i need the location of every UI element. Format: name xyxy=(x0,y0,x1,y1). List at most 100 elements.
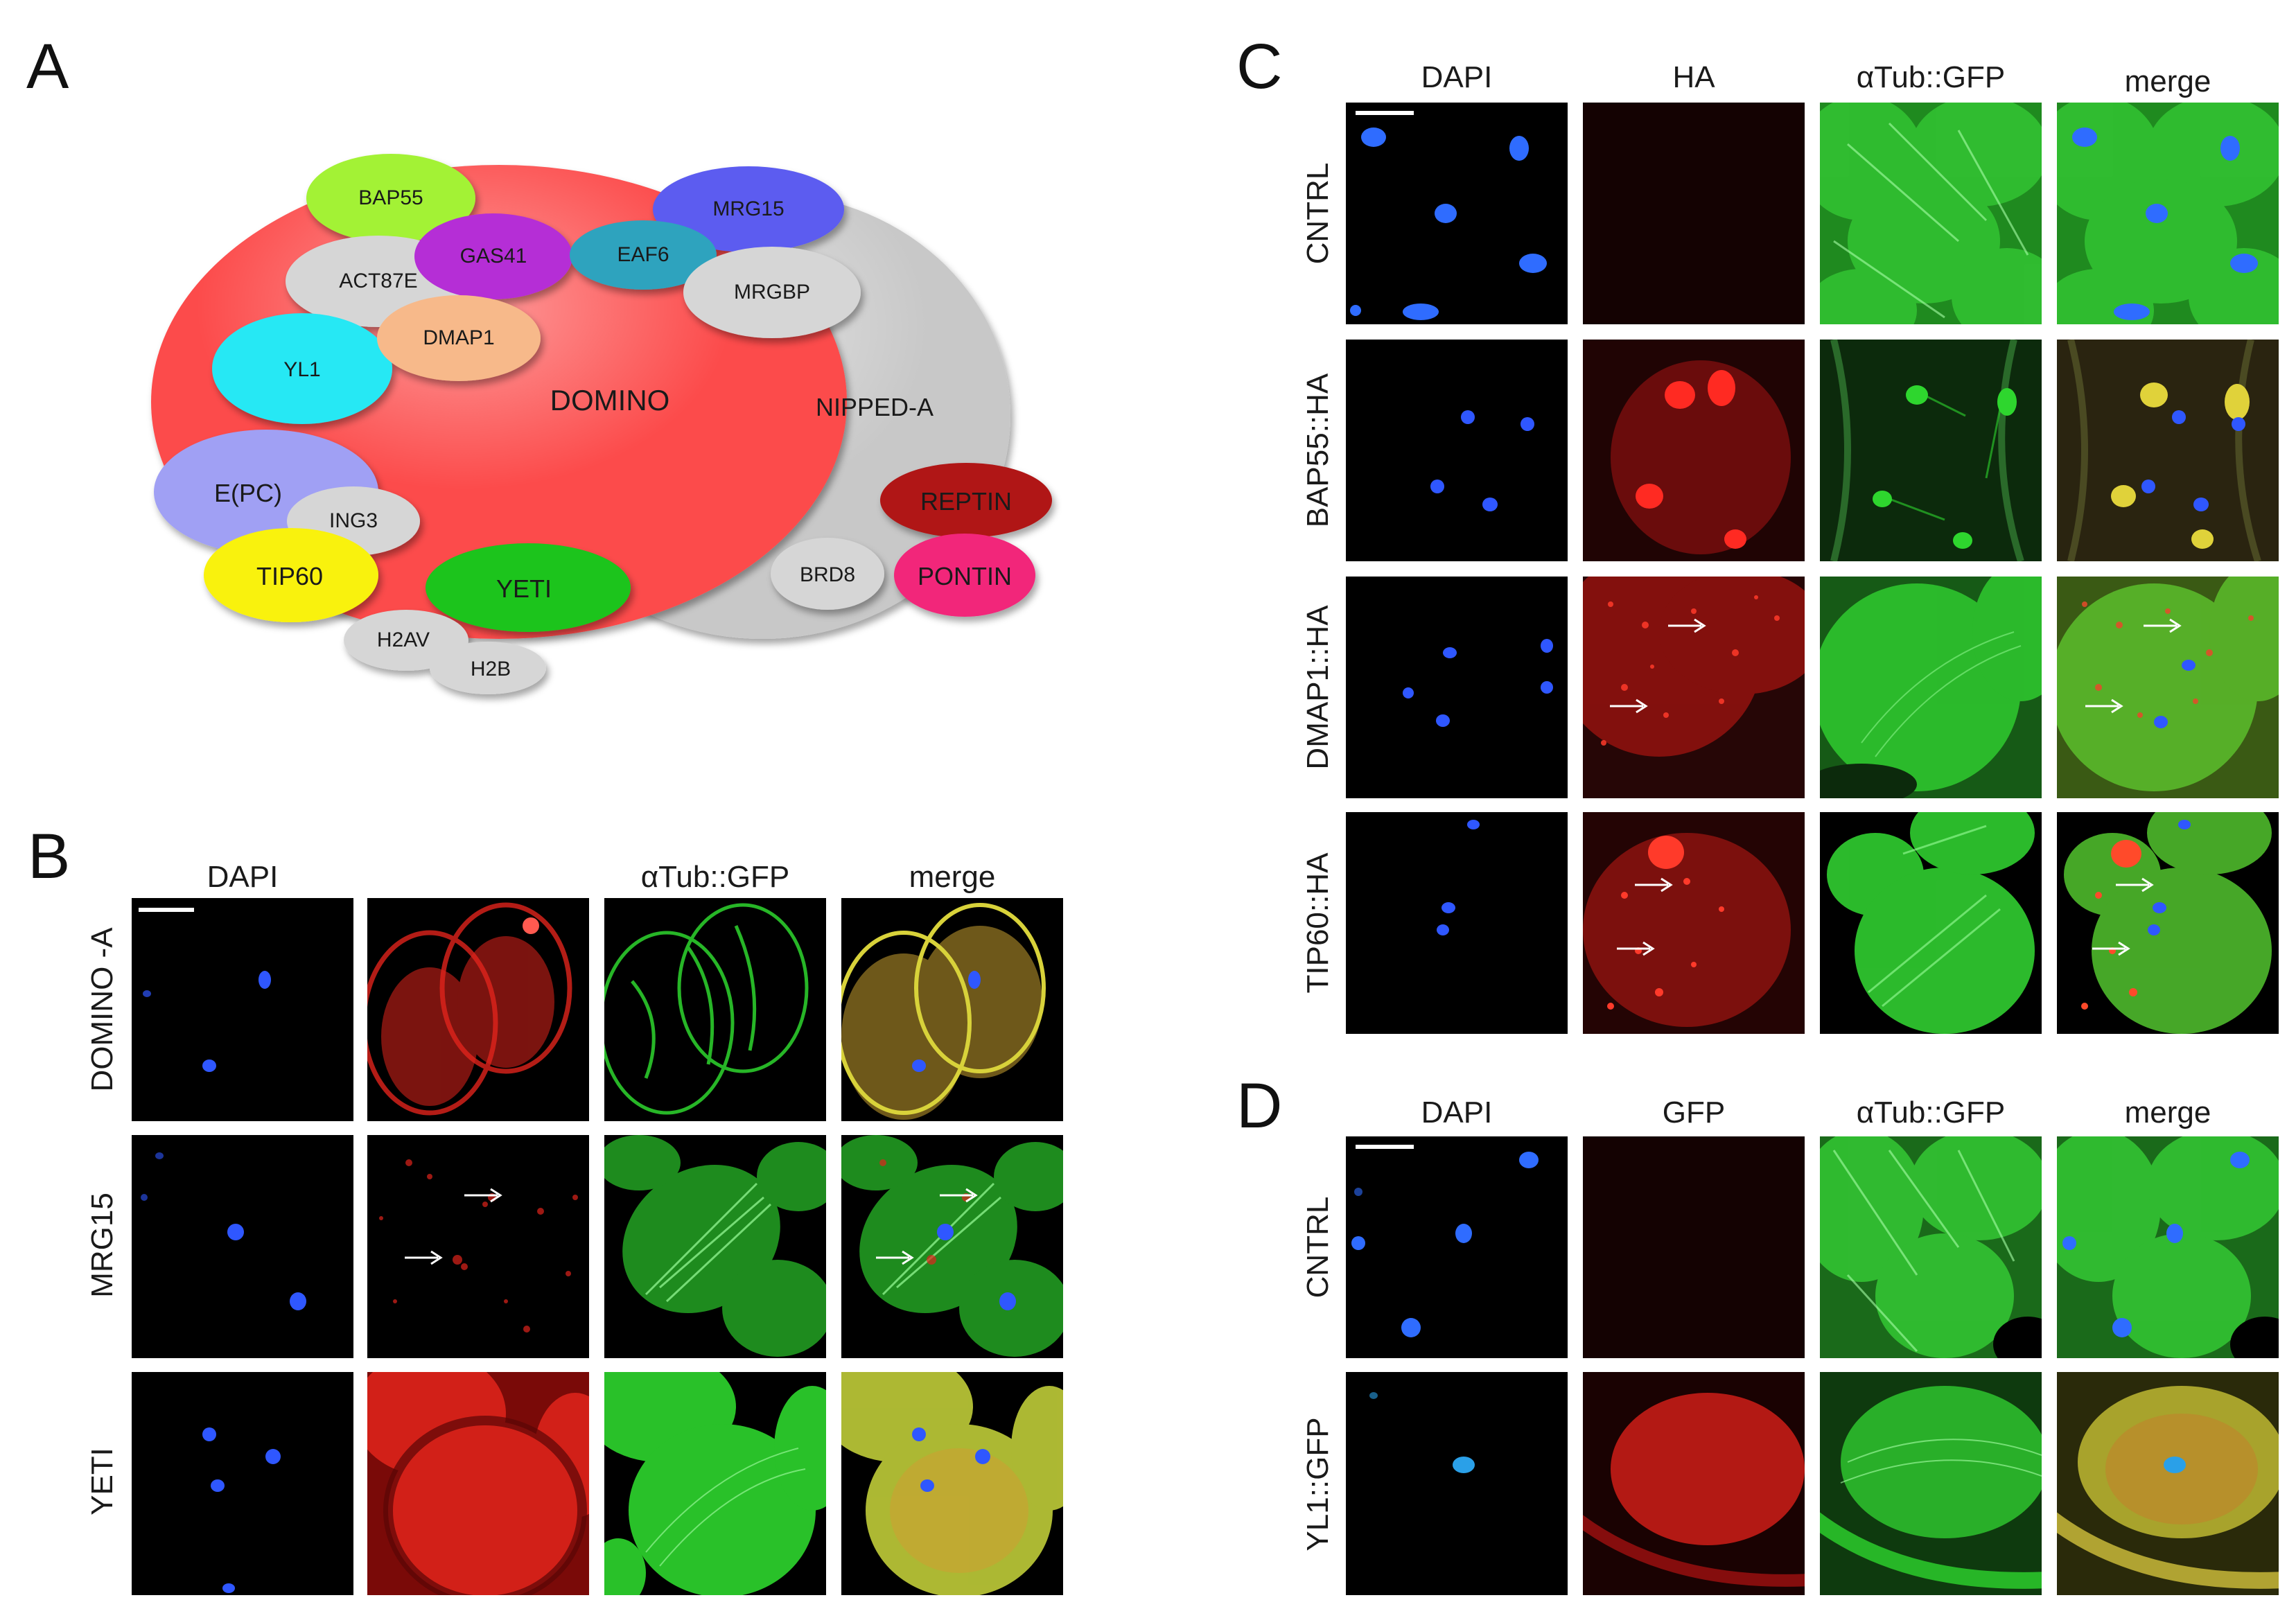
d-cntrl-dapi xyxy=(1346,1136,1568,1358)
c-bap55-ha xyxy=(1583,340,1805,561)
d-cntrl-tub xyxy=(1820,1136,2042,1358)
c-dmap1-merge xyxy=(2057,577,2279,798)
c-merge-arrow-1 xyxy=(2141,615,2183,636)
pontin-subunit xyxy=(894,534,1035,617)
c-scalebar xyxy=(1356,111,1414,115)
b-yeti-red xyxy=(367,1372,589,1595)
c-row-label-tip60: TIP60::HA xyxy=(1301,852,1335,994)
panel-letter-a: A xyxy=(26,31,69,102)
c-row-label-bap55: BAP55::HA xyxy=(1301,373,1335,528)
d-yl1-tub xyxy=(1820,1372,2042,1595)
mrg15-subunit xyxy=(653,166,844,252)
c-dmap1-arrow-2 xyxy=(1608,696,1649,716)
d-cntrl-gfp xyxy=(1583,1136,1805,1358)
pontin-label: PONTIN xyxy=(917,562,1013,590)
eaf6-label: EAF6 xyxy=(617,243,669,266)
reptin-label: REPTIN xyxy=(920,487,1013,516)
c-col-head-merge: merge xyxy=(2124,64,2211,98)
bap55-subunit xyxy=(306,154,475,243)
b-row-label-mrg15: MRG15 xyxy=(85,1193,119,1298)
b-row-label-yeti: YETI xyxy=(85,1448,119,1515)
mrgbp-label: MRGBP xyxy=(733,281,811,304)
b-mrg15-dapi xyxy=(132,1135,353,1358)
c-tip60-merge-arrow-1 xyxy=(2114,874,2155,895)
b-domino-merge xyxy=(841,898,1063,1121)
mrg15-label: MRG15 xyxy=(712,197,785,220)
d-col-head-dapi: DAPI xyxy=(1421,1096,1493,1129)
c-tip60-arrow-1 xyxy=(1633,874,1674,895)
b-scalebar xyxy=(139,908,194,912)
dmap1-label: DMAP1 xyxy=(423,326,495,349)
c-tip60-tub xyxy=(1820,812,2042,1034)
d-yl1-gfp xyxy=(1583,1372,1805,1595)
dmap1-subunit xyxy=(377,295,541,381)
b-mrg15-tub xyxy=(604,1135,826,1358)
c-col-head-ha: HA xyxy=(1672,60,1715,94)
act87e-label: ACT87E xyxy=(339,270,418,292)
ing3-label: ING3 xyxy=(328,509,378,532)
b-col-head-merge: merge xyxy=(909,860,996,894)
c-cntrl-tub xyxy=(1820,103,2042,324)
gas41-label: GAS41 xyxy=(459,245,527,267)
c-tip60-arrow-2 xyxy=(1615,938,1656,959)
b-yeti-merge xyxy=(841,1372,1063,1595)
c-col-head-dapi: DAPI xyxy=(1421,60,1493,94)
d-scalebar xyxy=(1356,1145,1414,1149)
c-col-head-tub: αTub::GFP xyxy=(1856,60,2006,94)
b-mrg15-arrow-2 xyxy=(403,1247,444,1268)
d-row-label-cntrl: CNTRL xyxy=(1301,1196,1335,1299)
b-yeti-tub xyxy=(604,1372,826,1595)
c-bap55-merge xyxy=(2057,340,2279,561)
h2av-label: H2AV xyxy=(376,628,430,651)
yl1-label: YL1 xyxy=(283,358,321,381)
bap55-label: BAP55 xyxy=(358,186,423,209)
c-bap55-dapi xyxy=(1346,340,1568,561)
brd8-label: BRD8 xyxy=(799,563,856,586)
c-cntrl-ha xyxy=(1583,103,1805,324)
c-tip60-ha xyxy=(1583,812,1805,1034)
domino-label: DOMINO xyxy=(550,384,670,416)
d-col-head-merge: merge xyxy=(2124,1096,2211,1129)
d-col-head-tub: αTub::GFP xyxy=(1856,1096,2006,1129)
c-tip60-merge xyxy=(2057,812,2279,1034)
b-mrg15-arrow-1 xyxy=(463,1185,503,1206)
yl1-subunit xyxy=(212,313,392,424)
d-row-label-yl1: YL1::GFP xyxy=(1301,1417,1335,1551)
b-mrg15-red xyxy=(367,1135,589,1358)
tip60-subunit xyxy=(204,528,378,622)
b-domino-red xyxy=(367,898,589,1121)
panel-letter-b: B xyxy=(28,821,71,892)
b-domino-dapi xyxy=(132,898,353,1121)
h2b-label: H2B xyxy=(470,658,511,680)
c-dmap1-dapi xyxy=(1346,577,1568,798)
mrgbp-subunit xyxy=(683,247,861,338)
b-row-label-domino: DOMINO -A xyxy=(85,927,119,1092)
c-tip60-merge-arrow-2 xyxy=(2090,938,2132,959)
tip60-label: TIP60 xyxy=(256,562,324,590)
epc-label: E(PC) xyxy=(214,479,282,507)
nipped-a-label: NIPPED-A xyxy=(815,393,934,421)
b-col-head-dapi: DAPI xyxy=(207,860,279,894)
panel-letter-c: C xyxy=(1236,31,1283,102)
c-dmap1-arrow-1 xyxy=(1666,615,1708,636)
d-cntrl-merge xyxy=(2057,1136,2279,1358)
c-row-label-dmap1: DMAP1::HA xyxy=(1301,605,1335,770)
c-tip60-dapi xyxy=(1346,812,1568,1034)
b-merge-arrow-2 xyxy=(875,1247,915,1268)
c-cntrl-dapi xyxy=(1346,103,1568,324)
panel-letter-d: D xyxy=(1236,1071,1283,1141)
yeti-subunit xyxy=(426,543,631,632)
d-yl1-dapi xyxy=(1346,1372,1568,1595)
reptin-subunit xyxy=(880,463,1052,538)
b-col-head-tub: αTub::GFP xyxy=(640,860,790,894)
brd8-subunit xyxy=(771,538,884,610)
c-dmap1-tub xyxy=(1820,577,2042,798)
gas41-subunit xyxy=(414,213,572,299)
d-yl1-merge xyxy=(2057,1372,2279,1595)
c-row-label-cntrl: CNTRL xyxy=(1301,162,1335,265)
c-cntrl-merge xyxy=(2057,103,2279,324)
h2b-subunit xyxy=(430,642,546,694)
c-dmap1-ha xyxy=(1583,577,1805,798)
b-merge-arrow-1 xyxy=(938,1185,979,1206)
c-merge-arrow-2 xyxy=(2083,696,2125,716)
